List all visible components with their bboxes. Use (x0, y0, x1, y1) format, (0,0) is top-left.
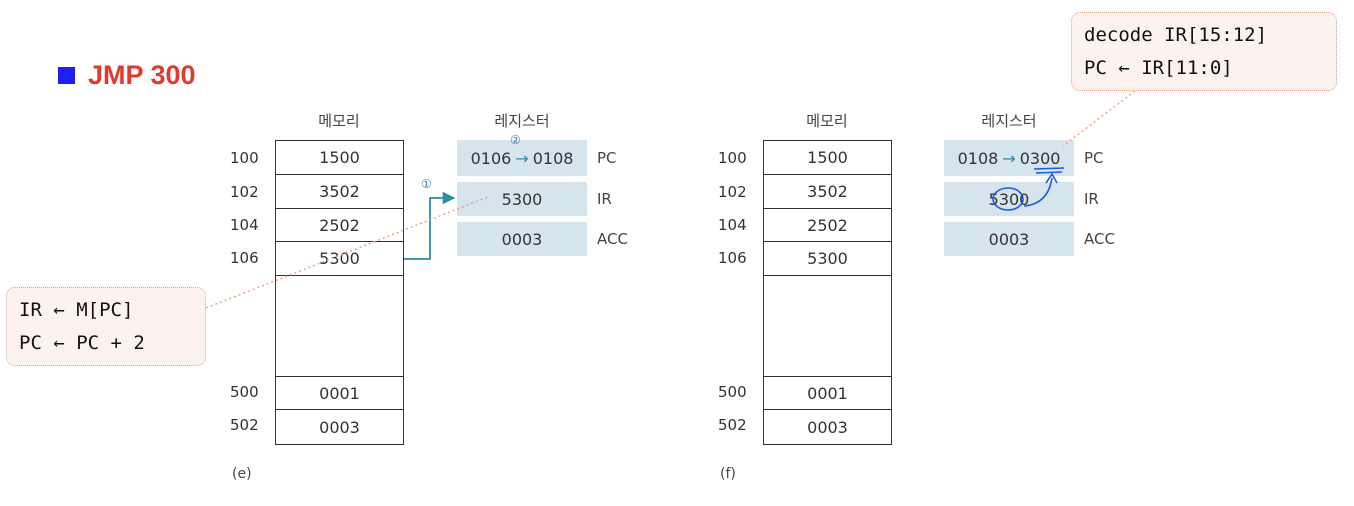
right-mem-cell-102: 3502 (764, 175, 891, 209)
left-mem-cell-104: 2502 (276, 209, 403, 242)
left-register-header: 레지스터 (494, 112, 550, 130)
right-addr-106: 106 (718, 249, 747, 267)
left-pc-arrow-icon: → (515, 148, 529, 168)
fetch-arrow-icon (404, 191, 456, 260)
slide-title: JMP 300 (88, 59, 196, 90)
right-ir-label: IR (1084, 190, 1099, 208)
decode-note-line-1: decode IR[15:12] (1084, 24, 1268, 46)
right-mem-cell-500: 0001 (764, 376, 891, 410)
right-caption: (f) (720, 466, 736, 482)
right-pc-arrow-icon: → (1002, 148, 1016, 168)
left-memory-header: 메모리 (318, 112, 360, 130)
left-memory-table: 1500 3502 2502 5300 0001 0003 (275, 140, 404, 445)
left-mem-cell-102: 3502 (276, 175, 403, 209)
right-callout-line (1062, 90, 1136, 147)
left-pc-old: 0106 (470, 148, 512, 168)
left-ir-register: 5300 (457, 182, 587, 216)
left-addr-500: 500 (230, 383, 259, 401)
right-pc-register: 0108 → 0300 (944, 140, 1074, 176)
left-addr-106: 106 (230, 249, 259, 267)
left-pc-register: 0106 → 0108 (457, 140, 587, 176)
right-mem-cell-104: 2502 (764, 209, 891, 242)
right-memory-table: 1500 3502 2502 5300 0001 0003 (763, 140, 892, 445)
right-mem-cell-106: 5300 (764, 242, 891, 276)
fetch-note: IR ← M[PC] PC ← PC + 2 (6, 287, 206, 366)
fetch-note-line-1: IR ← M[PC] (19, 299, 134, 321)
left-addr-104: 104 (230, 216, 259, 234)
pen-underline-icon (1033, 167, 1065, 174)
left-caption: (e) (232, 466, 252, 482)
left-pc-new: 0108 (532, 148, 574, 168)
right-acc-register: 0003 (944, 222, 1074, 256)
right-addr-102: 102 (718, 183, 747, 201)
left-pc-label: PC (597, 149, 617, 167)
right-register-header: 레지스터 (981, 112, 1037, 130)
left-mem-cell-500: 0001 (276, 376, 403, 410)
pen-arrow-icon (1023, 177, 1053, 207)
right-pc-label: PC (1084, 149, 1104, 167)
right-mem-cell-100: 1500 (764, 141, 891, 175)
left-callout-line (205, 196, 489, 309)
title-row: JMP 300 (58, 56, 196, 94)
right-addr-104: 104 (718, 216, 747, 234)
right-addr-100: 100 (718, 149, 747, 167)
left-acc-register: 0003 (457, 222, 587, 256)
decode-note: decode IR[15:12] PC ← IR[11:0] (1071, 12, 1337, 91)
right-addr-500: 500 (718, 383, 747, 401)
bullet-square-icon (58, 66, 75, 84)
pen-circle-icon (992, 187, 1024, 211)
left-step-2-marker: ② (510, 133, 521, 147)
right-pc-new: 0300 (1019, 148, 1061, 168)
left-ir-label: IR (597, 190, 612, 208)
right-addr-502: 502 (718, 416, 747, 434)
right-memory-header: 메모리 (806, 112, 848, 130)
left-mem-cell-100: 1500 (276, 141, 403, 175)
decode-note-line-2: PC ← IR[11:0] (1084, 57, 1233, 79)
left-mem-cell-106: 5300 (276, 242, 403, 276)
left-mem-cell-502: 0003 (319, 417, 360, 437)
right-mem-cell-502: 0003 (807, 417, 848, 437)
right-pc-old: 0108 (957, 148, 999, 168)
left-addr-502: 502 (230, 416, 259, 434)
left-step-1-marker: ① (421, 177, 432, 191)
left-acc-label: ACC (597, 230, 628, 248)
fetch-note-line-2: PC ← PC + 2 (19, 332, 145, 354)
left-addr-102: 102 (230, 183, 259, 201)
left-addr-100: 100 (230, 149, 259, 167)
right-acc-label: ACC (1084, 230, 1115, 248)
